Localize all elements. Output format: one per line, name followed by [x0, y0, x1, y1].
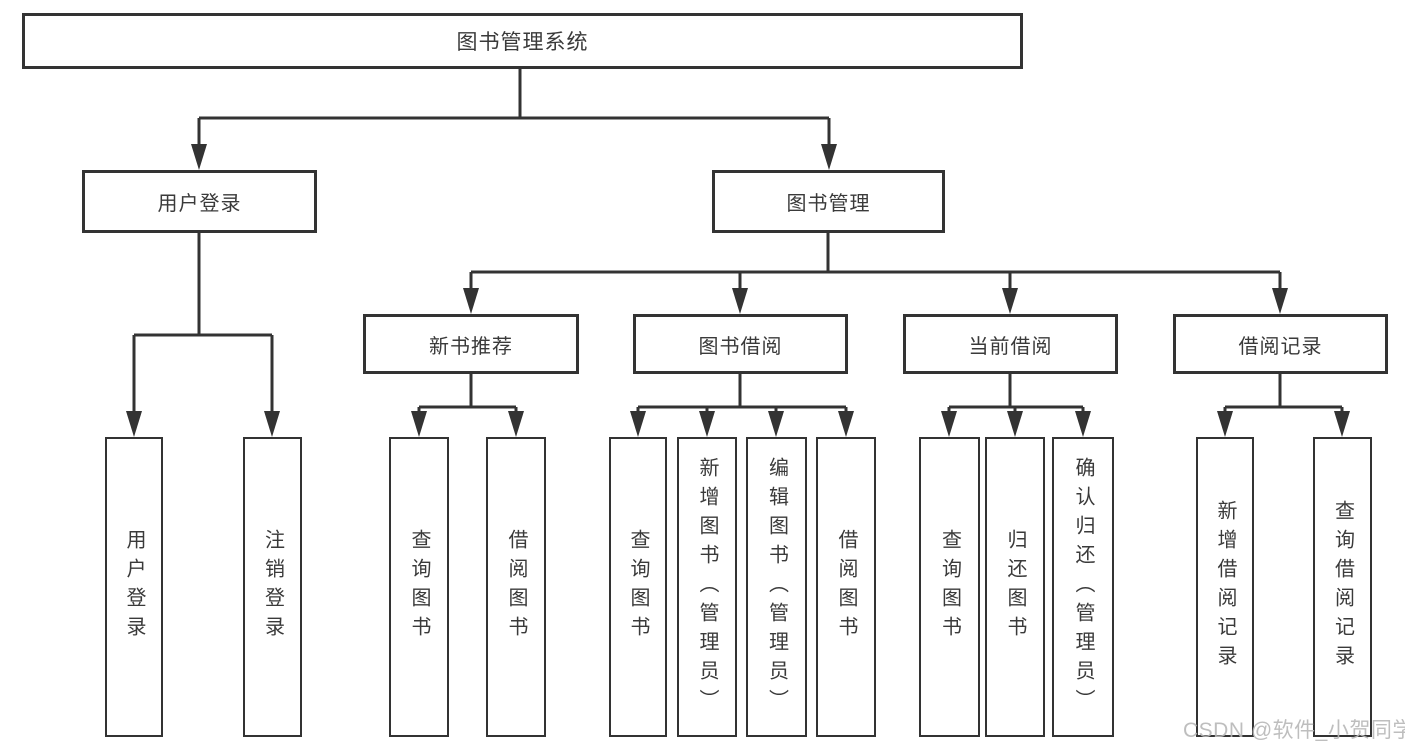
arrowheads-new-book-recommend-to-leaves [411, 411, 524, 437]
node-label: 确认归还（管理员） [1072, 456, 1094, 718]
node-new-book-recommend: 新书推荐 [363, 314, 579, 374]
node-label: 借阅图书 [505, 529, 527, 645]
leaf-borrow-books: 借阅图书 [816, 437, 876, 737]
node-user-login: 用户登录 [82, 170, 317, 233]
node-label: 图书借阅 [698, 335, 783, 358]
node-current-borrow: 当前借阅 [903, 314, 1118, 374]
node-label: 查询图书 [408, 529, 430, 645]
watermark-text: CSDN @软件_小贺同学 [1183, 719, 1405, 742]
node-label: 归还图书 [1004, 529, 1026, 645]
node-label: 查询图书 [938, 529, 961, 645]
node-label: 当前借阅 [968, 335, 1053, 358]
leaf-edit-books-admin: 编辑图书（管理员） [746, 437, 807, 737]
arrowheads-book-management-to-level3 [463, 288, 1288, 314]
node-label: 查询借阅记录 [1331, 500, 1354, 674]
leaf-query-borrow-record: 查询借阅记录 [1313, 437, 1372, 737]
leaf-logout: 注销登录 [243, 437, 302, 737]
node-label: 用户登录 [157, 193, 242, 215]
leaf-query-books-borrow: 查询图书 [609, 437, 667, 737]
node-library-management-system: 图书管理系统 [22, 13, 1023, 69]
arrowheads-user-login-to-leaves [126, 411, 280, 437]
node-label: 图书管理 [786, 193, 871, 215]
node-label: 新增借阅记录 [1214, 500, 1236, 674]
arrowheads-current-borrow-to-leaves [941, 411, 1091, 437]
leaf-borrow-books-recommend: 借阅图书 [486, 437, 546, 737]
node-label: 查询图书 [627, 529, 649, 645]
node-label: 借阅记录 [1238, 335, 1323, 358]
leaf-query-books-recommend: 查询图书 [389, 437, 449, 737]
leaf-add-borrow-record: 新增借阅记录 [1196, 437, 1254, 737]
arrowheads-borrow-records-to-leaves [1217, 411, 1350, 437]
connector-new-book-recommend-to-leaves [417, 374, 518, 413]
node-label: 用户登录 [123, 529, 145, 645]
connector-borrow-records-to-leaves [1223, 374, 1344, 413]
node-label: 注销登录 [261, 529, 284, 645]
arrowheads-book-borrow-to-leaves [630, 411, 854, 437]
node-borrow-records: 借阅记录 [1173, 314, 1388, 374]
connector-book-borrow-to-leaves [636, 374, 848, 413]
leaf-confirm-return-admin: 确认归还（管理员） [1052, 437, 1114, 737]
connector-root-to-level2 [197, 69, 831, 146]
leaf-add-books-admin: 新增图书（管理员） [677, 437, 737, 737]
node-label: 新增图书（管理员） [696, 456, 718, 718]
node-label: 编辑图书（管理员） [765, 456, 788, 718]
arrowheads-root-to-level2 [191, 144, 837, 170]
connector-book-management-to-level3 [469, 233, 1282, 290]
node-book-borrow: 图书借阅 [633, 314, 848, 374]
node-label: 新书推荐 [429, 335, 513, 358]
connector-current-borrow-to-leaves [947, 374, 1085, 413]
node-book-management: 图书管理 [712, 170, 945, 233]
leaf-user-login: 用户登录 [105, 437, 163, 737]
leaf-query-books-current: 查询图书 [919, 437, 980, 737]
leaf-return-books: 归还图书 [985, 437, 1045, 737]
node-label: 图书管理系统 [456, 31, 589, 54]
connector-user-login-to-leaves [132, 233, 274, 413]
node-label: 借阅图书 [835, 529, 857, 645]
